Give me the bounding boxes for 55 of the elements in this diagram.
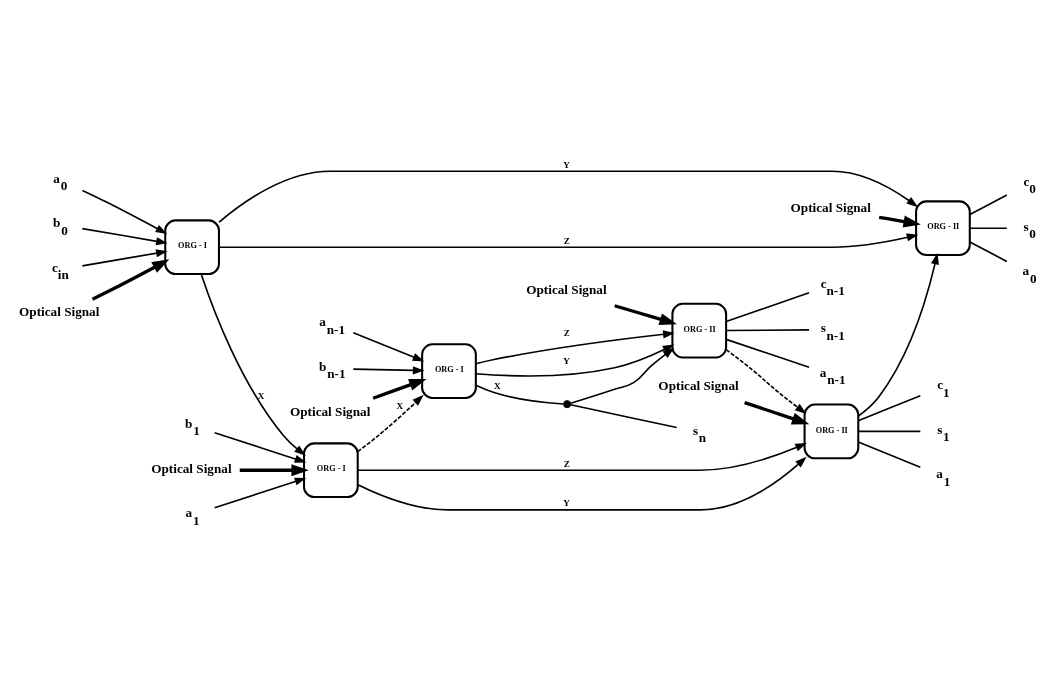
arrow: [357, 443, 807, 472]
node-box: ORG - II: [803, 403, 860, 460]
edge-label: Z: [563, 328, 570, 339]
arrow: [239, 464, 309, 477]
edge-label: Y: [563, 159, 570, 170]
connector: [725, 329, 810, 332]
node-circle: [563, 400, 572, 409]
edge-label: Z: [563, 235, 570, 246]
arrow: [372, 378, 427, 400]
edge-label: Y: [563, 498, 570, 509]
arrow: [213, 431, 307, 463]
connector: [475, 384, 565, 405]
connector: [857, 394, 922, 422]
node-box: ORG - II: [671, 302, 728, 359]
arrow: [200, 273, 306, 456]
arrow: [81, 227, 168, 246]
connector: [969, 241, 1008, 263]
edge-label: X: [494, 381, 501, 392]
node-text: Optical Signal: [790, 199, 871, 215]
arrow: [213, 477, 307, 509]
edge-label: X: [257, 391, 265, 402]
connector: [969, 194, 1008, 216]
connector: [857, 441, 922, 468]
arrow: [218, 170, 919, 223]
arrow: [614, 304, 677, 326]
node-text: Optical Signal: [19, 304, 100, 320]
arrow: [352, 331, 425, 362]
arrow: [81, 189, 168, 235]
connector: [569, 403, 678, 429]
edge-label: X: [396, 400, 404, 411]
node-box: ORG - II: [915, 200, 971, 257]
edge-label: Z: [563, 458, 570, 469]
node-text: Optical Signal: [151, 460, 232, 476]
arrow: [91, 259, 170, 301]
node-text: Optical Signal: [526, 282, 607, 298]
arrow: [352, 366, 425, 375]
connector: [857, 430, 922, 433]
connector: [725, 338, 810, 368]
arrow: [81, 249, 168, 267]
node-box: ORG - I: [164, 219, 220, 276]
node-box: ORG - I: [303, 442, 359, 499]
node-box: ORG - I: [421, 343, 477, 399]
node-text: Optical Signal: [289, 403, 371, 419]
connector: [969, 227, 1008, 230]
connector: [725, 291, 810, 323]
arrow: [218, 233, 919, 249]
node-text: Optical Signal: [658, 377, 739, 393]
arrow: [725, 348, 807, 414]
edge-label: Y: [563, 356, 570, 367]
arrow: [857, 252, 939, 417]
arrow: [356, 394, 424, 453]
arrow: [744, 401, 810, 425]
arrow: [357, 456, 807, 511]
arrow: [569, 347, 675, 405]
arrow: [878, 215, 921, 228]
